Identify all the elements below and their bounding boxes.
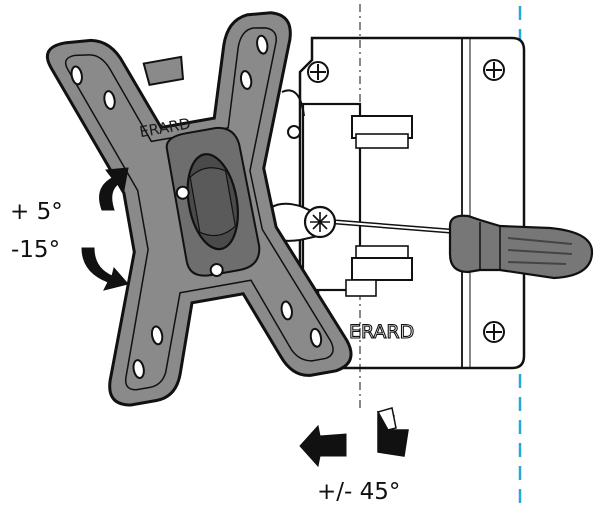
hinge-block <box>281 89 413 297</box>
curved-arrow-down-icon <box>81 247 129 291</box>
curved-arrow-up-icon <box>99 167 129 211</box>
bracket-brand-text: ERARD <box>349 321 414 343</box>
swivel-label: +/- 45° <box>317 479 401 505</box>
screw-icon <box>483 59 505 81</box>
vesa-plate: ERARD <box>45 11 353 407</box>
folded-arrow-icon <box>376 407 409 457</box>
tilt-down-label: -15° <box>11 237 61 263</box>
screw-icon <box>307 61 329 83</box>
screw-icon <box>483 321 505 343</box>
left-arrow-icon <box>299 424 347 468</box>
screwdriver-icon <box>335 214 594 280</box>
tilt-up-label: + 5° <box>10 199 63 225</box>
